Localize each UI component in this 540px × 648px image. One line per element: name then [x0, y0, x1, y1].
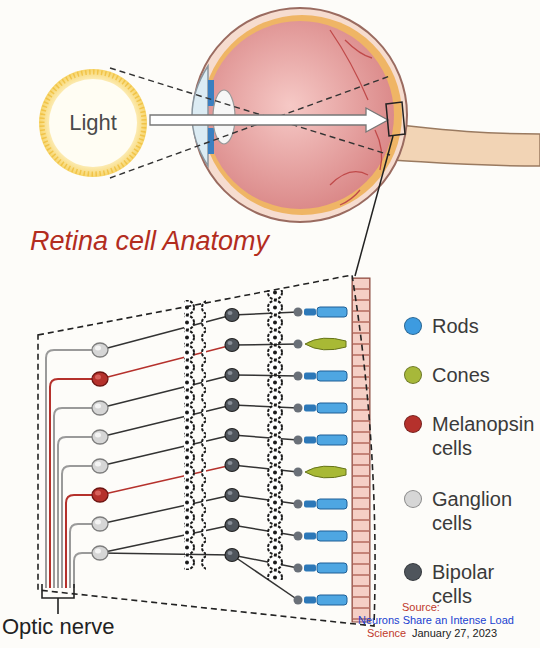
bipolar-cell	[225, 339, 239, 352]
ganglion-cell	[92, 430, 108, 444]
node-label: Light	[69, 110, 117, 136]
diagram-title: Retina cell Anatomy	[30, 226, 269, 257]
source-journal: Science	[367, 627, 406, 639]
dendrite	[100, 465, 232, 495]
bipolar-cell	[225, 519, 239, 532]
source-date: January 27, 2023	[412, 627, 497, 639]
legend-text: Melanopsin cells	[432, 412, 536, 460]
node-text-group: Light	[38, 68, 148, 178]
axon	[74, 553, 92, 588]
light-ray	[110, 68, 390, 155]
iris	[208, 128, 214, 154]
ganglion-cell	[92, 343, 108, 357]
bipolar-cell	[225, 369, 239, 382]
dendrite	[100, 375, 232, 408]
rod-cell	[294, 563, 348, 573]
legend-text: Cones	[432, 363, 536, 387]
rod-cell	[294, 531, 348, 541]
cone-cell	[294, 338, 347, 350]
callout-box	[386, 102, 405, 136]
rod-cell	[294, 595, 348, 605]
ganglion-cell	[92, 546, 108, 560]
legend-swatch	[404, 366, 422, 384]
optic-nerve-bundle	[390, 124, 540, 166]
sun-node: Light	[38, 68, 148, 178]
dendrite	[100, 495, 232, 524]
legend-swatch	[404, 415, 422, 433]
rod-cell	[294, 435, 348, 445]
ganglion-cell	[92, 401, 108, 415]
bipolar-cell	[225, 399, 239, 412]
dendrite	[100, 405, 232, 437]
sun-rays	[42, 72, 144, 174]
synapse-band	[184, 300, 206, 570]
legend-text: Ganglion cells	[432, 487, 536, 535]
bracket	[42, 584, 74, 614]
melanopsin-cell	[92, 372, 108, 386]
axon	[66, 495, 92, 588]
light-arrow	[150, 108, 388, 132]
ganglion-cell	[92, 459, 108, 473]
legend-text: Bipolar cells	[432, 560, 536, 608]
source-title: Neurons Share an Intense Load	[358, 614, 514, 626]
leader-line	[355, 136, 393, 276]
rod-cell	[294, 499, 348, 509]
pigment-epithelium	[352, 278, 370, 622]
dendrite	[100, 553, 232, 555]
bipolar-cell	[225, 489, 239, 502]
section-outline	[38, 275, 375, 626]
bipolar-cell	[225, 549, 239, 562]
axon	[58, 437, 92, 588]
melanopsin-cell	[92, 488, 108, 502]
axon	[50, 379, 92, 588]
legend-swatch	[404, 490, 422, 508]
ganglion-cell	[92, 517, 108, 531]
axon	[46, 350, 92, 588]
legend-text: Rods	[432, 314, 536, 338]
rod-cell	[294, 307, 348, 317]
sun-core	[49, 79, 137, 167]
dendrite	[100, 435, 232, 466]
axon	[62, 466, 92, 588]
axon	[54, 408, 92, 588]
bipolar-cell	[225, 429, 239, 442]
dendrite	[100, 525, 232, 553]
rod-cell	[294, 403, 348, 413]
synapse-band	[262, 290, 284, 580]
legend-swatch	[404, 563, 422, 581]
legend-swatch	[404, 317, 422, 335]
bipolar-cell	[225, 459, 239, 472]
cone-cell	[294, 466, 347, 478]
light-ray	[110, 76, 390, 178]
part-label: Optic nerve	[2, 614, 115, 640]
dendrite	[100, 315, 232, 350]
axon	[70, 524, 92, 588]
sun-glow	[39, 69, 147, 177]
dendrite	[100, 345, 232, 379]
bipolar-cell	[225, 309, 239, 322]
iris	[208, 80, 214, 106]
rod-cell	[294, 371, 348, 381]
